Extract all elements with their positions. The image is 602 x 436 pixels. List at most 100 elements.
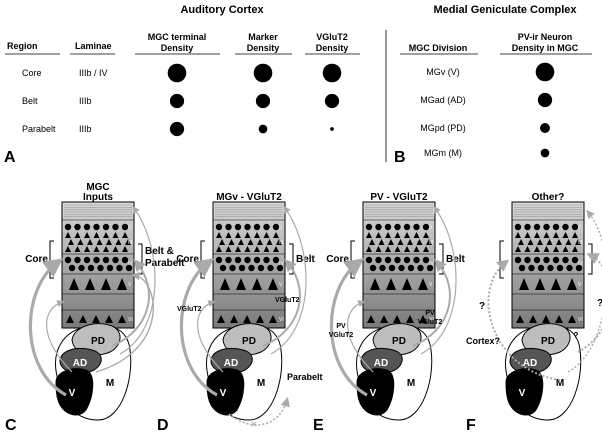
bracket-label-core: Core (176, 254, 199, 265)
nucleus-label-pd: PD (392, 336, 406, 347)
bracket-label-parabelt: Parabelt (145, 258, 185, 269)
row-division: MGad (AD) (420, 95, 466, 105)
projection-arrow (347, 300, 374, 373)
nucleus-label-ad: AD (523, 358, 537, 369)
panel-letter-a: A (4, 149, 16, 166)
projection-arrow (420, 206, 457, 355)
header-vglut2: VGluT2 (316, 32, 348, 42)
row-laminae: IIIb / IV (79, 68, 108, 78)
cortex-column (212, 201, 286, 329)
pv-density-dot (540, 148, 550, 158)
layer-label: V (128, 282, 132, 288)
core-projection (179, 258, 218, 397)
panel-title: MGv - VGluT2 (216, 192, 282, 203)
pv-density-dot (535, 62, 555, 82)
core-projection (28, 258, 67, 397)
density-dot (322, 63, 342, 83)
projection-arrow (119, 206, 156, 355)
nucleus-v (206, 368, 245, 416)
layer-label: II (128, 225, 131, 231)
density-dot (253, 63, 273, 83)
header-mgc-division: MGC Division (409, 43, 468, 53)
nucleus-label-pd: PD (541, 336, 555, 347)
panel-subtitle: Inputs (83, 192, 113, 203)
dotted-projection (228, 396, 290, 426)
layer-label: IV (578, 261, 583, 267)
nucleus-v (55, 368, 94, 416)
panel-title: MGC (86, 182, 109, 193)
header-vglut2-density: Density (316, 43, 349, 53)
question-left: ? (479, 301, 485, 312)
nucleus-label-m: M (407, 378, 415, 389)
layer-label: V (279, 282, 283, 288)
nucleus-label-m: M (556, 378, 564, 389)
parabelt-projection (95, 271, 154, 373)
bracket-label-belt: Belt (446, 254, 466, 265)
header-pv-neuron: PV-ir Neuron (518, 32, 573, 42)
header-laminae: Laminae (75, 41, 112, 51)
header-marker-density: Density (247, 43, 280, 53)
projection-arrow (197, 300, 224, 373)
layer-label: II (279, 225, 282, 231)
question-right: ? (597, 298, 602, 309)
bracket-label-belt: Belt & (145, 246, 174, 257)
row-division: MGv (V) (426, 67, 460, 77)
side-label-left: VGluT2 (177, 306, 202, 313)
density-dot (324, 93, 340, 109)
belt-projection (262, 258, 301, 347)
belt-projection (412, 258, 451, 347)
row-division: MGm (M) (424, 148, 462, 158)
row-laminae: IIIb (79, 124, 92, 134)
panel-b-table: Medial Geniculate Complex MGC Division P… (394, 4, 592, 166)
layer-label: III (128, 240, 132, 246)
density-dot (169, 93, 185, 109)
panel-letter-e: E (313, 417, 324, 434)
nucleus-label-pd: PD (242, 336, 256, 347)
cortex-column (362, 201, 436, 329)
core-projection (329, 258, 368, 397)
pv-density-dot (537, 92, 553, 108)
dotted-projection (577, 253, 602, 353)
extra-label: Cortex? (466, 336, 500, 346)
header-density-in-mgc: Density in MGC (512, 43, 579, 53)
panel-title: Other? (532, 192, 565, 203)
layer-label: VI (128, 317, 133, 323)
nucleus-label-v: V (69, 388, 76, 399)
nucleus-label-m: M (106, 378, 114, 389)
header-region: Region (7, 41, 38, 51)
header-marker: Marker (248, 32, 278, 42)
projection-arrow (46, 300, 73, 373)
header-mgc-terminal: MGC terminal (148, 32, 207, 42)
density-dot (255, 93, 271, 109)
layer-label: II (578, 225, 581, 231)
nucleus-label-pd: PD (91, 336, 105, 347)
row-laminae: IIIb (79, 96, 92, 106)
panel-letter-f: F (466, 417, 476, 434)
layer-label: IV (279, 261, 284, 267)
question-small: ? (574, 331, 579, 340)
panel-letter-d: D (157, 417, 169, 434)
panel-letter-b: B (394, 149, 406, 166)
nucleus-label-ad: AD (224, 358, 238, 369)
row-region-belt: Belt (22, 96, 38, 106)
panel-a-title: Auditory Cortex (180, 4, 264, 16)
extra-label: Parabelt (287, 372, 323, 382)
row-division: MGpd (PD) (420, 123, 466, 133)
layer-label: VI (429, 317, 434, 323)
layer-label: V (578, 282, 582, 288)
layer-label: III (279, 240, 283, 246)
bracket-label-core: Core (326, 254, 349, 265)
side-label-right: VGluT2 (275, 297, 300, 304)
layer-label: VI (279, 317, 284, 323)
panel-b-title: Medial Geniculate Complex (433, 4, 577, 16)
density-dot (167, 63, 187, 83)
row-region-parabelt: Parabelt (22, 124, 56, 134)
layer-label: III (429, 240, 433, 246)
layer-label: III (578, 240, 582, 246)
density-dot (169, 121, 185, 137)
projection-arrow (270, 206, 307, 355)
